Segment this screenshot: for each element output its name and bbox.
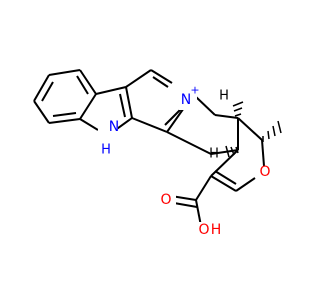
bond <box>79 93 97 120</box>
charge-label: + <box>190 84 199 97</box>
bond <box>33 100 50 124</box>
bond <box>79 69 97 95</box>
hash-bond-methyl <box>262 120 282 142</box>
bond <box>166 131 212 155</box>
hydroxyl-oxygen-label: O <box>198 222 209 238</box>
bond-inner <box>52 112 77 117</box>
bond-inner <box>119 93 126 118</box>
nitrogen-plus-label: N <box>181 92 191 108</box>
bond <box>194 95 216 116</box>
carbonyl-oxygen-label: O <box>160 192 171 208</box>
bond <box>48 69 81 76</box>
bond <box>237 117 263 141</box>
molecule-canvas: N + N H O O O H H H <box>33 69 282 240</box>
nh-hydrogen-label: H <box>101 143 111 158</box>
hash-bond-upper <box>232 101 244 117</box>
bond <box>210 175 237 192</box>
bond <box>210 149 239 155</box>
ring-oxygen-label: O <box>259 164 270 180</box>
bond <box>261 139 265 167</box>
bond <box>33 74 50 102</box>
bond <box>48 118 81 124</box>
bond-inner <box>41 81 54 102</box>
bond <box>235 177 256 192</box>
bond <box>173 202 198 208</box>
nitrogen-label: N <box>109 119 119 135</box>
bond <box>150 69 173 84</box>
stereo-hydrogen-lower: H <box>209 147 219 162</box>
bond <box>79 118 99 131</box>
hydroxyl-hydrogen-label: H <box>211 222 222 238</box>
bond <box>125 69 152 88</box>
structure-diagram: N + N H O O O H H H <box>33 69 282 240</box>
bond <box>125 86 133 119</box>
stereo-hydrogen-upper: H <box>219 89 229 104</box>
bond-inner <box>214 170 237 185</box>
bond <box>95 86 127 95</box>
bond <box>214 114 239 119</box>
atom-labels: N + N H O O O H H H <box>98 84 273 240</box>
bond-inner <box>76 75 89 95</box>
bond-layer <box>33 69 282 227</box>
bond <box>195 199 202 227</box>
bond <box>195 175 212 201</box>
hash-bond-lower <box>225 145 239 158</box>
bond-inner <box>164 108 182 126</box>
bond-inner <box>152 76 169 88</box>
bond <box>131 117 168 133</box>
